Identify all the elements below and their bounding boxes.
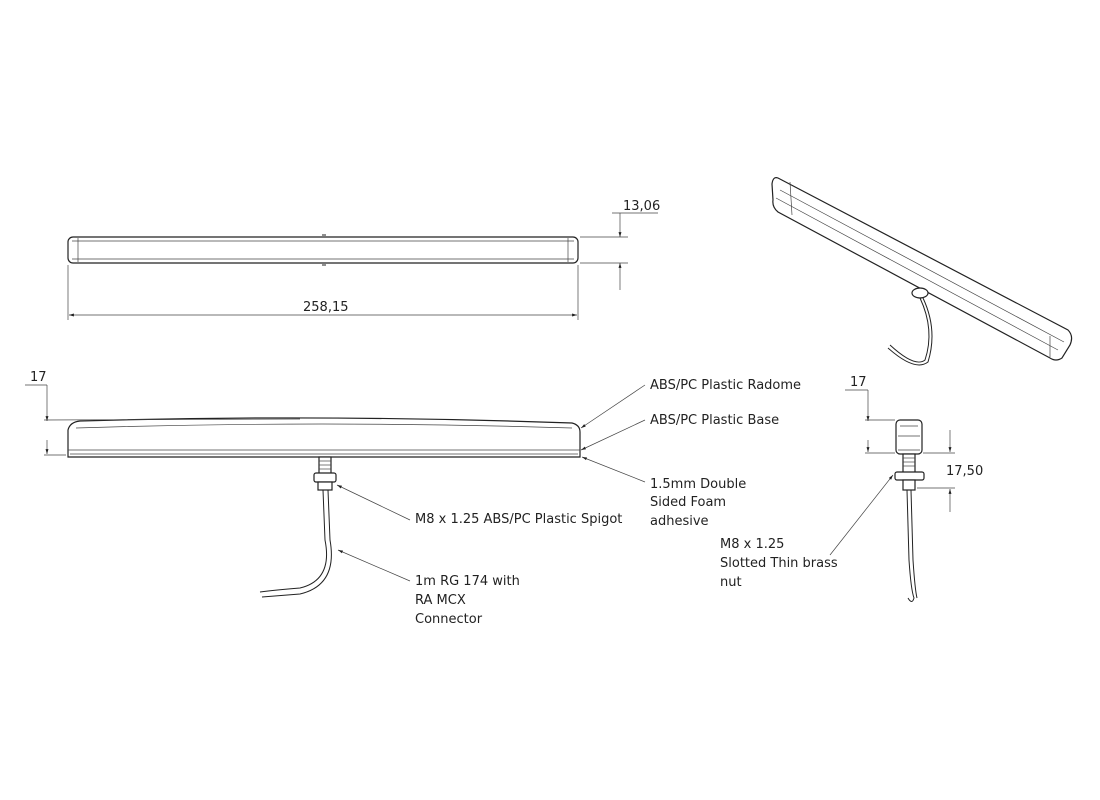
front-view: 17 ABS/PC Plastic Radome ABS/PC Plastic …	[25, 370, 801, 627]
callout-nut-line1: M8 x 1.25	[720, 537, 784, 552]
callout-adhesive-line3: adhesive	[650, 514, 709, 529]
callout-nut-line2: Slotted Thin brass	[720, 556, 838, 571]
side-view: 17 17,50 M8 x 1.25 Slotted Thin brass nu…	[720, 375, 983, 602]
dimension-side-width: 17	[850, 375, 867, 390]
dimension-side-spigot: 17,50	[946, 464, 983, 479]
callout-adhesive-line1: 1.5mm Double	[650, 477, 746, 492]
callout-radome: ABS/PC Plastic Radome	[650, 378, 801, 393]
callout-adhesive-line2: Sided Foam	[650, 495, 726, 510]
isometric-view	[771, 177, 1073, 366]
callout-cable-line3: Connector	[415, 612, 483, 627]
callout-spigot: M8 x 1.25 ABS/PC Plastic Spigot	[415, 512, 622, 527]
callout-cable-line2: RA MCX	[415, 593, 466, 608]
dimension-front-height: 17	[30, 370, 47, 385]
callout-base: ABS/PC Plastic Base	[650, 413, 779, 428]
dimension-top-length: 258,15	[303, 300, 349, 315]
top-view: 13,06 258,15	[67, 199, 660, 320]
dimension-top-height: 13,06	[623, 199, 660, 214]
callout-nut-line3: nut	[720, 575, 742, 590]
callout-cable-line1: 1m RG 174 with	[415, 574, 520, 589]
